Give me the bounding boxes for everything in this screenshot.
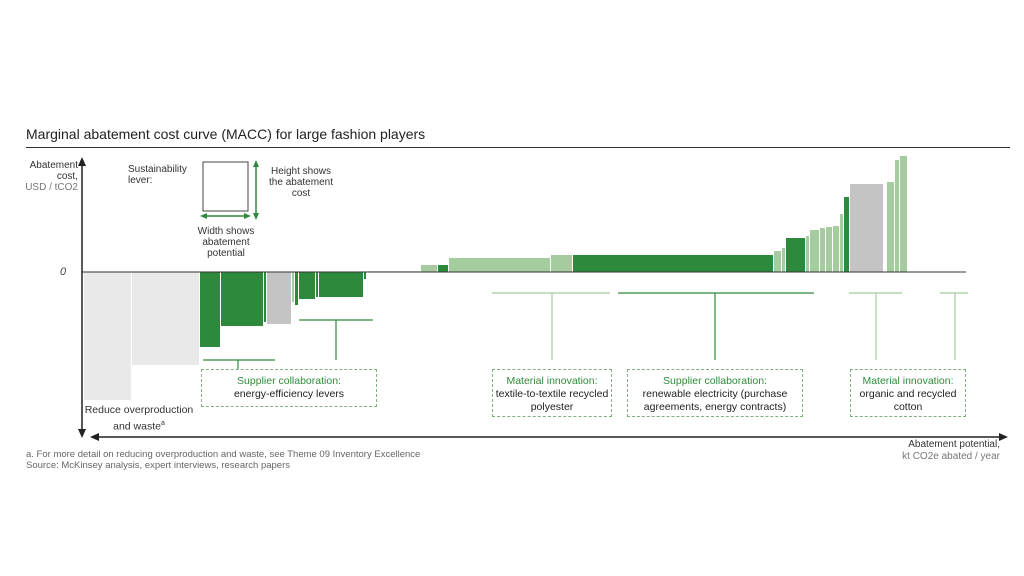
bar-5	[267, 272, 291, 324]
bar-28	[850, 184, 883, 272]
bar-21	[806, 236, 809, 272]
bar-6	[292, 272, 294, 302]
legend-height-label: Height shows the abatement cost	[269, 166, 333, 199]
bar-17	[573, 255, 773, 272]
annotation-renewable-electricity: Supplier collaboration: renewable electr…	[627, 369, 803, 417]
annotation-title: Material innovation:	[862, 375, 954, 387]
bar-31	[895, 160, 899, 272]
bar-24	[826, 227, 832, 272]
bar-4	[264, 272, 266, 322]
annotation-body: renewable electricity (purchase agreemen…	[642, 388, 788, 413]
reduce-overproduction-label: Reduce overproduction and wastea	[84, 404, 194, 434]
x-axis-arrow-left	[90, 433, 99, 441]
bar-3	[221, 272, 263, 326]
footnote-line1: a. For more detail on reducing overprodu…	[26, 449, 421, 460]
annotation-energy-efficiency: Supplier collaboration: energy-efficienc…	[201, 369, 377, 407]
zero-tick-label: 0	[60, 266, 67, 278]
bar-8	[299, 272, 315, 299]
title-divider	[26, 147, 1010, 148]
bar-11	[364, 272, 366, 279]
bar-23	[820, 228, 825, 272]
annotation-title: Supplier collaboration:	[237, 375, 341, 387]
annotation-recycled-polyester: Material innovation: textile-to-textile …	[492, 369, 612, 417]
bar-group	[84, 156, 907, 400]
x-axis-label-line2: kt CO2e abated / year	[902, 451, 1000, 462]
bar-22	[810, 230, 819, 272]
bar-2	[200, 272, 220, 347]
annotation-organic-cotton: Material innovation: organic and recycle…	[850, 369, 966, 417]
legend-height-arrow-bottom	[253, 213, 259, 220]
x-axis-arrow-right	[999, 433, 1008, 441]
legend-lever-label: Sustainability lever:	[128, 164, 187, 186]
legend-height-arrow-top	[253, 160, 259, 167]
legend-width-arrow-right	[244, 213, 251, 219]
footnote: a. For more detail on reducing overprodu…	[26, 449, 420, 471]
y-axis-label-line1: Abatement	[29, 160, 78, 171]
bar-32	[900, 156, 907, 272]
y-axis-arrow-bottom	[78, 429, 86, 438]
footnote-line2: Source: McKinsey analysis, expert interv…	[26, 460, 291, 471]
bar-26	[840, 214, 843, 272]
annotation-body: energy-efficiency levers	[233, 388, 345, 400]
bar-30	[887, 182, 894, 272]
bar-14	[438, 265, 448, 272]
y-axis-label-line2: cost,	[56, 171, 78, 182]
bar-9	[316, 272, 318, 297]
bar-18	[774, 251, 781, 272]
x-axis-label: Abatement potential, kt CO2e abated / ye…	[902, 439, 1000, 463]
bar-15	[449, 258, 550, 272]
chart-title: Marginal abatement cost curve (MACC) for…	[26, 126, 426, 142]
bracket-group	[203, 292, 968, 369]
bar-25	[833, 226, 839, 272]
annotation-body: organic and recycled cotton	[859, 388, 957, 413]
bar-10	[319, 272, 363, 297]
bar-13	[421, 265, 437, 272]
y-axis-arrow-top	[78, 157, 86, 166]
reduce-overproduction-text: Reduce overproduction and waste	[84, 404, 194, 433]
annotation-title: Material innovation:	[506, 375, 598, 387]
bar-7	[295, 272, 298, 305]
footnote-marker: a	[160, 420, 165, 427]
legend-width-label: Width shows abatement potential	[197, 226, 255, 259]
bar-16	[551, 255, 572, 272]
legend-width-arrow-left	[200, 213, 207, 219]
bar-1	[132, 272, 199, 365]
annotation-title: Supplier collaboration:	[663, 375, 767, 387]
bar-27	[844, 197, 849, 272]
annotation-body: textile-to-textile recycled polyester	[495, 388, 609, 413]
bar-20	[786, 238, 805, 272]
y-axis-label: Abatement cost, USD / tCO2	[18, 160, 78, 193]
x-axis-label-line1: Abatement potential,	[908, 439, 1000, 450]
bar-19	[782, 248, 785, 272]
legend-square	[202, 161, 249, 212]
y-axis-label-line3: USD / tCO2	[25, 182, 78, 193]
bar-0	[84, 272, 131, 400]
